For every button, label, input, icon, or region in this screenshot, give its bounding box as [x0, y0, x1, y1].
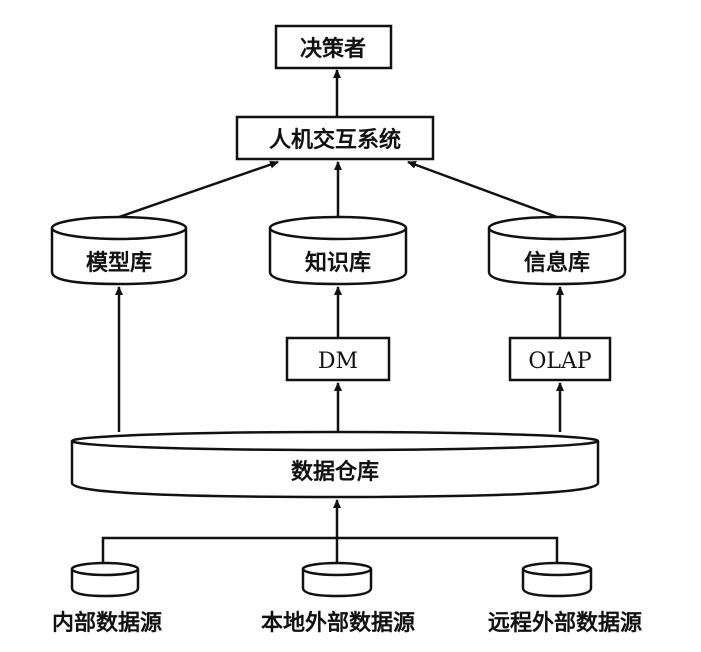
olap-label: OLAP [528, 349, 592, 374]
source-bus-line [101, 536, 559, 565]
decision-maker-box: 决策者 [274, 24, 393, 70]
info-base-cylinder: 信息库 [487, 215, 627, 286]
info-base-label: 信息库 [524, 250, 590, 276]
olap-box: OLAP [508, 336, 612, 382]
dm-box: DM [285, 336, 391, 382]
arrow-model-base-to-hci [118, 160, 279, 219]
knowledge-base-label: 知识库 [305, 250, 371, 276]
hci-system-label: 人机交互系统 [269, 127, 401, 153]
internal-source-label: 内部数据源 [52, 610, 162, 636]
data-warehouse-label: 数据仓库 [291, 459, 379, 485]
model-base-label: 模型库 [86, 251, 152, 276]
remote-external-source-label: 远程外部数据源 [488, 610, 642, 636]
hci-system-box: 人机交互系统 [235, 115, 435, 161]
decision-maker-label: 决策者 [300, 36, 366, 62]
knowledge-base-cylinder: 知识库 [268, 215, 408, 286]
local-external-source-label: 本地外部数据源 [261, 610, 415, 636]
local-external-source-cylinder [301, 561, 373, 598]
arrow-info-base-to-hci [407, 160, 558, 219]
model-base-cylinder: 模型库 [50, 215, 188, 286]
data-warehouse-cylinder: 数据仓库 [70, 430, 600, 499]
dm-label: DM [318, 349, 358, 374]
internal-source-cylinder [70, 561, 140, 598]
remote-external-source-cylinder [521, 561, 593, 598]
